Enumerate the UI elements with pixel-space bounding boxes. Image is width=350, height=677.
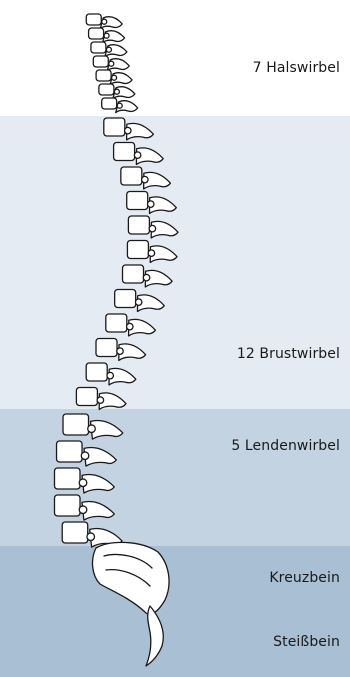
thoracic-vertebra-body: [96, 339, 117, 357]
thoracic-facet: [143, 274, 149, 280]
thoracic-facet: [147, 201, 153, 207]
thoracic-facet: [97, 397, 103, 403]
thoracic-facet: [107, 372, 113, 378]
thoracic-facet: [117, 348, 123, 354]
cervical-vertebra-body: [93, 56, 108, 67]
cervical-vertebra-body: [99, 84, 114, 95]
thoracic-vertebra-body: [127, 192, 148, 210]
thoracic-vertebra-body: [76, 388, 97, 406]
cervical-facet: [112, 75, 117, 80]
label-sacrum: Kreuzbein: [269, 570, 340, 586]
cervical-facet: [117, 103, 122, 108]
thoracic-facet: [148, 250, 154, 256]
cervical-vertebra-body: [96, 70, 111, 81]
thoracic-facet: [127, 323, 133, 329]
lumbar-facet: [81, 452, 89, 460]
thoracic-vertebra-body: [104, 118, 125, 136]
cervical-facet: [106, 47, 111, 52]
cervical-vertebra-body: [102, 98, 117, 109]
cervical-vertebra-body: [89, 28, 104, 39]
lumbar-facet: [79, 506, 87, 514]
sacrum-shape: [93, 542, 170, 614]
lumbar-facet: [79, 479, 87, 487]
thoracic-facet: [125, 127, 131, 133]
lumbar-vertebra-body: [55, 495, 81, 516]
thoracic-vertebra-body: [86, 363, 107, 381]
label-coccyx: Steißbein: [273, 634, 340, 650]
label-thoracic-vertebrae: 12 Brustwirbel: [237, 346, 340, 362]
lumbar-vertebra-body: [62, 522, 88, 543]
thoracic-vertebra-body: [115, 290, 136, 308]
thoracic-vertebra-body: [123, 265, 144, 283]
coccyx-shape: [146, 606, 163, 666]
thoracic-vertebra-body: [121, 167, 142, 185]
thoracic-vertebra-body: [128, 216, 149, 234]
cervical-facet: [109, 61, 114, 66]
cervical-vertebra-body: [91, 42, 106, 53]
lumbar-vertebra-body: [63, 414, 89, 435]
cervical-vertebra-body: [86, 14, 101, 25]
thoracic-facet: [149, 225, 155, 231]
cervical-facet: [114, 89, 119, 94]
thoracic-facet: [142, 176, 148, 182]
thoracic-vertebra-body: [114, 143, 135, 161]
lumbar-facet: [87, 533, 95, 541]
thoracic-facet: [135, 299, 141, 305]
thoracic-vertebra-body: [127, 241, 148, 259]
lumbar-vertebra-body: [57, 441, 83, 462]
cervical-facet: [104, 33, 109, 38]
thoracic-vertebra-body: [106, 314, 127, 332]
cervical-facet: [102, 19, 107, 24]
lumbar-facet: [88, 425, 96, 433]
thoracic-facet: [134, 152, 140, 158]
label-cervical-vertebrae: 7 Halswirbel: [253, 60, 340, 76]
label-lumbar-vertebrae: 5 Lendenwirbel: [231, 438, 340, 454]
lumbar-vertebra-body: [55, 468, 81, 489]
